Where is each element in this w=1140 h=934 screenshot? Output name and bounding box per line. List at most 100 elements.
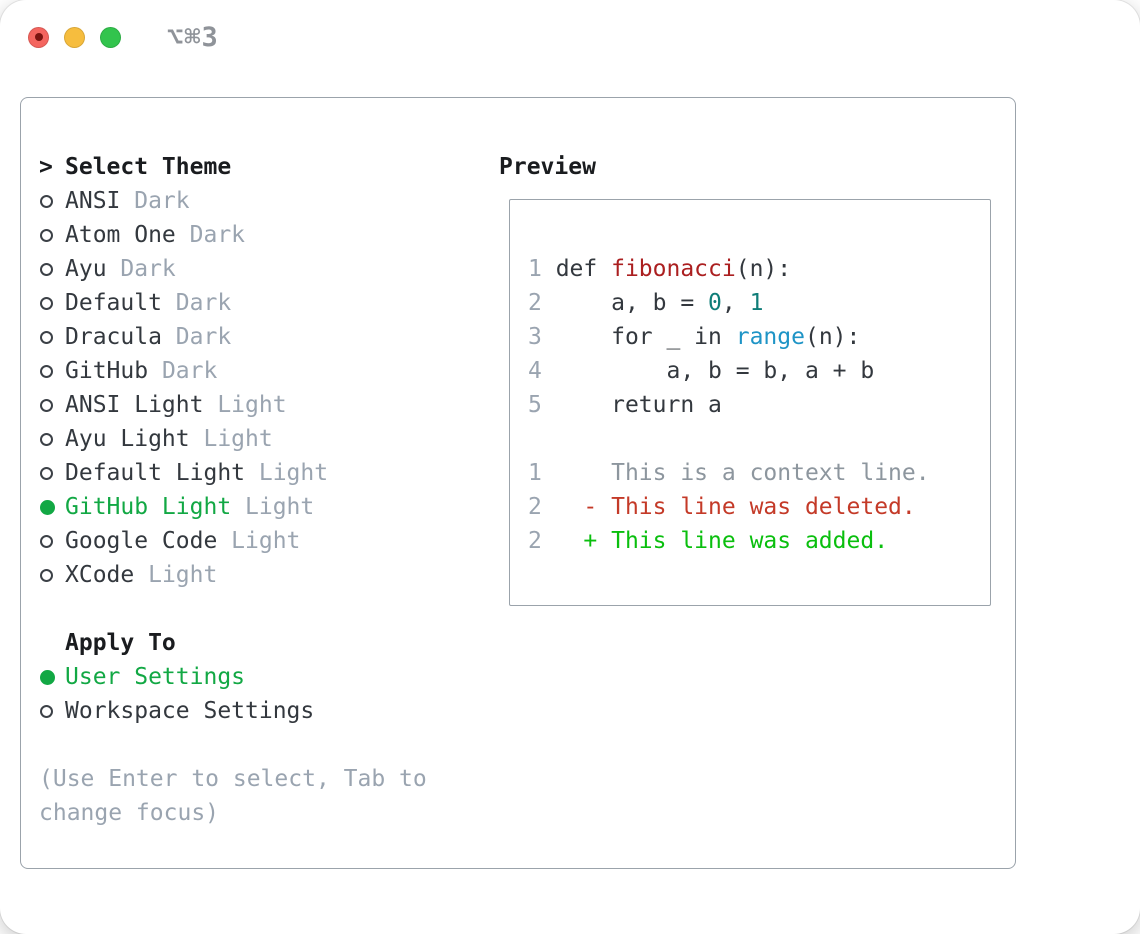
line-number: 3 <box>528 324 556 350</box>
line-number: 2 <box>528 290 556 316</box>
theme-option[interactable]: Default Light Light <box>39 456 427 490</box>
code-line: 5 return a <box>528 388 990 422</box>
radio-unselected-icon <box>40 466 53 480</box>
code-line: 2 - This line was deleted. <box>528 490 990 524</box>
theme-option[interactable]: Dracula Dark <box>39 320 427 354</box>
radio-unselected-icon <box>40 194 53 208</box>
minimize-button-icon[interactable] <box>64 26 85 48</box>
theme-variant-label: Dark <box>120 256 176 282</box>
option-label: User Settings <box>65 664 246 690</box>
apply-to-title: Apply To <box>65 630 176 656</box>
line-number: 2 <box>528 528 556 554</box>
option-label: Ayu Light <box>65 426 190 452</box>
line-number: 5 <box>528 392 556 418</box>
option-label: Google Code <box>65 528 218 554</box>
theme-variant-label: Light <box>203 426 273 452</box>
radio-unselected-icon <box>40 432 53 446</box>
theme-variant-label: Light <box>231 528 301 554</box>
option-label: GitHub Light <box>65 494 232 520</box>
theme-option[interactable]: Google Code Light <box>39 524 427 558</box>
radio-selected-icon <box>40 499 55 515</box>
code-segment-context: This is a context line. <box>555 460 930 486</box>
theme-option[interactable]: GitHub Light Light <box>39 490 427 524</box>
window-shortcut-label: ⌥⌘3 <box>167 21 219 53</box>
select-theme-title: Select Theme <box>65 154 232 180</box>
close-button-icon[interactable] <box>28 26 49 48</box>
cursor-chevron-icon: > <box>39 154 53 180</box>
theme-variant-label: Light <box>258 460 329 486</box>
theme-variant-label: Dark <box>175 324 232 350</box>
theme-variant-label: Light <box>245 494 315 520</box>
theme-option[interactable]: ANSI Dark <box>39 184 427 218</box>
apply-to-option[interactable]: User Settings <box>39 660 427 694</box>
code-line: 1 This is a context line. <box>528 456 990 490</box>
option-label: ANSI Light <box>65 392 204 418</box>
theme-option[interactable]: GitHub Dark <box>39 354 427 388</box>
option-label: ANSI <box>65 188 121 214</box>
theme-variant-label: Dark <box>161 358 218 384</box>
preview-title: Preview <box>499 154 596 180</box>
code-segment-default: for _ in <box>555 324 736 350</box>
radio-unselected-icon <box>40 364 53 378</box>
theme-option[interactable]: ANSI Light Light <box>39 388 427 422</box>
code-segment-default: (n): <box>804 324 861 350</box>
code-segment-default: a, b = <box>555 290 709 316</box>
code-line: 3 for _ in range(n): <box>528 320 990 354</box>
theme-option[interactable]: Ayu Light Light <box>39 422 427 456</box>
radio-selected-icon <box>40 669 55 685</box>
code-segment-number: 1 <box>749 290 764 316</box>
option-label: GitHub <box>65 358 149 384</box>
radio-unselected-icon <box>40 534 53 548</box>
code-segment-number: 0 <box>708 290 722 316</box>
option-label: XCode <box>65 562 135 588</box>
select-theme-header: > Select Theme <box>39 150 427 184</box>
option-label: Ayu <box>65 256 107 282</box>
theme-variant-label: Light <box>217 392 287 418</box>
theme-option[interactable]: Ayu Dark <box>39 252 427 286</box>
apply-to-option[interactable]: Workspace Settings <box>39 694 427 728</box>
theme-variant-label: Dark <box>134 188 190 214</box>
theme-variant-label: Dark <box>189 222 246 248</box>
keyboard-hint: (Use Enter to select, Tab to change focu… <box>39 762 427 830</box>
radio-unselected-icon <box>40 398 53 412</box>
option-label: Default Light <box>65 460 246 486</box>
code-segment-default: a, b = b, a + b <box>555 358 875 384</box>
radio-unselected-icon <box>40 704 53 718</box>
line-number: 2 <box>528 494 556 520</box>
code-segment-default: return a <box>555 392 722 418</box>
code-line: 4 a, b = b, a + b <box>528 354 990 388</box>
theme-option[interactable]: Atom One Dark <box>39 218 427 252</box>
hint-line-1: (Use Enter to select, Tab to <box>39 766 427 792</box>
theme-option[interactable]: XCode Light <box>39 558 427 592</box>
option-label: Default <box>65 290 162 316</box>
code-line <box>528 422 990 456</box>
zoom-button-icon[interactable] <box>100 26 121 48</box>
line-number: 1 <box>528 256 556 282</box>
code-segment-default: , <box>721 290 750 316</box>
radio-unselected-icon <box>40 568 53 582</box>
code-segment-added: + This line was added. <box>555 528 889 554</box>
code-line: 1 def fibonacci(n): <box>528 252 990 286</box>
radio-unselected-icon <box>40 296 53 310</box>
code-segment-builtin: range <box>735 324 805 350</box>
line-number: 4 <box>528 358 556 384</box>
option-label: Workspace Settings <box>65 698 315 724</box>
code-line: 2 a, b = 0, 1 <box>528 286 990 320</box>
apply-to-header: Apply To <box>39 626 427 660</box>
option-label: Dracula <box>65 324 162 350</box>
theme-variant-label: Light <box>148 562 218 588</box>
code-segment-default: def <box>555 256 612 282</box>
code-segment-deleted: - This line was deleted. <box>555 494 916 520</box>
code-segment-default: (n): <box>735 256 792 282</box>
hint-line-2: change focus) <box>39 800 220 826</box>
option-label: Atom One <box>65 222 176 248</box>
